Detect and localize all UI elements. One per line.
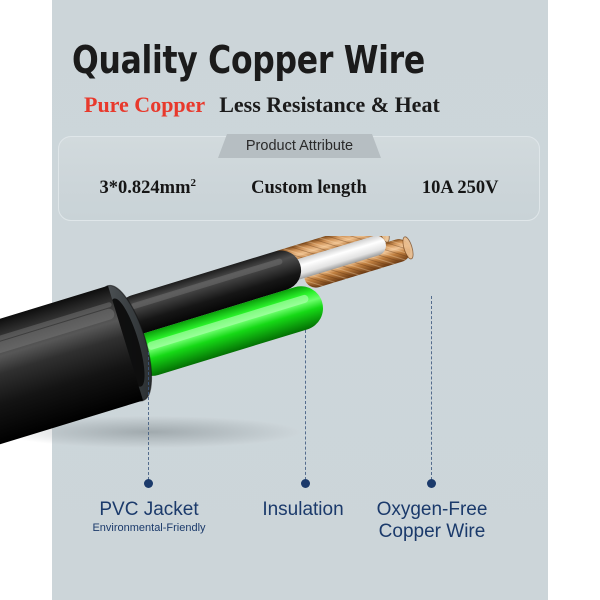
subtitle-row: Pure Copper Less Resistance & Heat [84, 92, 554, 118]
attribute-superscript-0: 2 [190, 176, 197, 189]
leader-dot-insulation [301, 479, 310, 488]
attribute-item-0: 3*0.824mm2 [100, 177, 196, 199]
callout-label-copper-wire: Oxygen-Free Copper Wire [376, 499, 488, 542]
callout-label-insulation: Insulation [262, 499, 344, 520]
leader-dot-copper-wire [427, 479, 436, 488]
attribute-value-2: 10A 250V [421, 177, 499, 198]
left-margin [0, 0, 52, 600]
subtitle-highlight: Pure Copper [84, 92, 206, 117]
callout-sublabel-pvc-jacket: Environmental-Friendly [92, 522, 206, 534]
product-attribute-values: 3*0.824mm2 Custom length 10A 250V [58, 172, 540, 204]
attribute-value-1: Custom length [251, 177, 367, 198]
attribute-value-0: 3*0.824mm [99, 178, 191, 199]
subtitle-rest: Less Resistance & Heat [219, 92, 440, 117]
leader-line-insulation [305, 330, 306, 480]
leader-line-pvc-jacket [148, 352, 149, 480]
cable-illustration [0, 236, 600, 466]
product-attribute-tab: Product Attribute [218, 134, 381, 158]
leader-line-copper-wire [431, 296, 432, 480]
right-margin [548, 0, 600, 600]
page-title: Quality Copper Wire [72, 38, 425, 82]
attribute-item-2: 10A 250V [422, 178, 499, 199]
attribute-item-1: Custom length [251, 178, 367, 199]
leader-dot-pvc-jacket [144, 479, 153, 488]
callout-label-pvc-jacket: PVC Jacket [99, 499, 199, 520]
